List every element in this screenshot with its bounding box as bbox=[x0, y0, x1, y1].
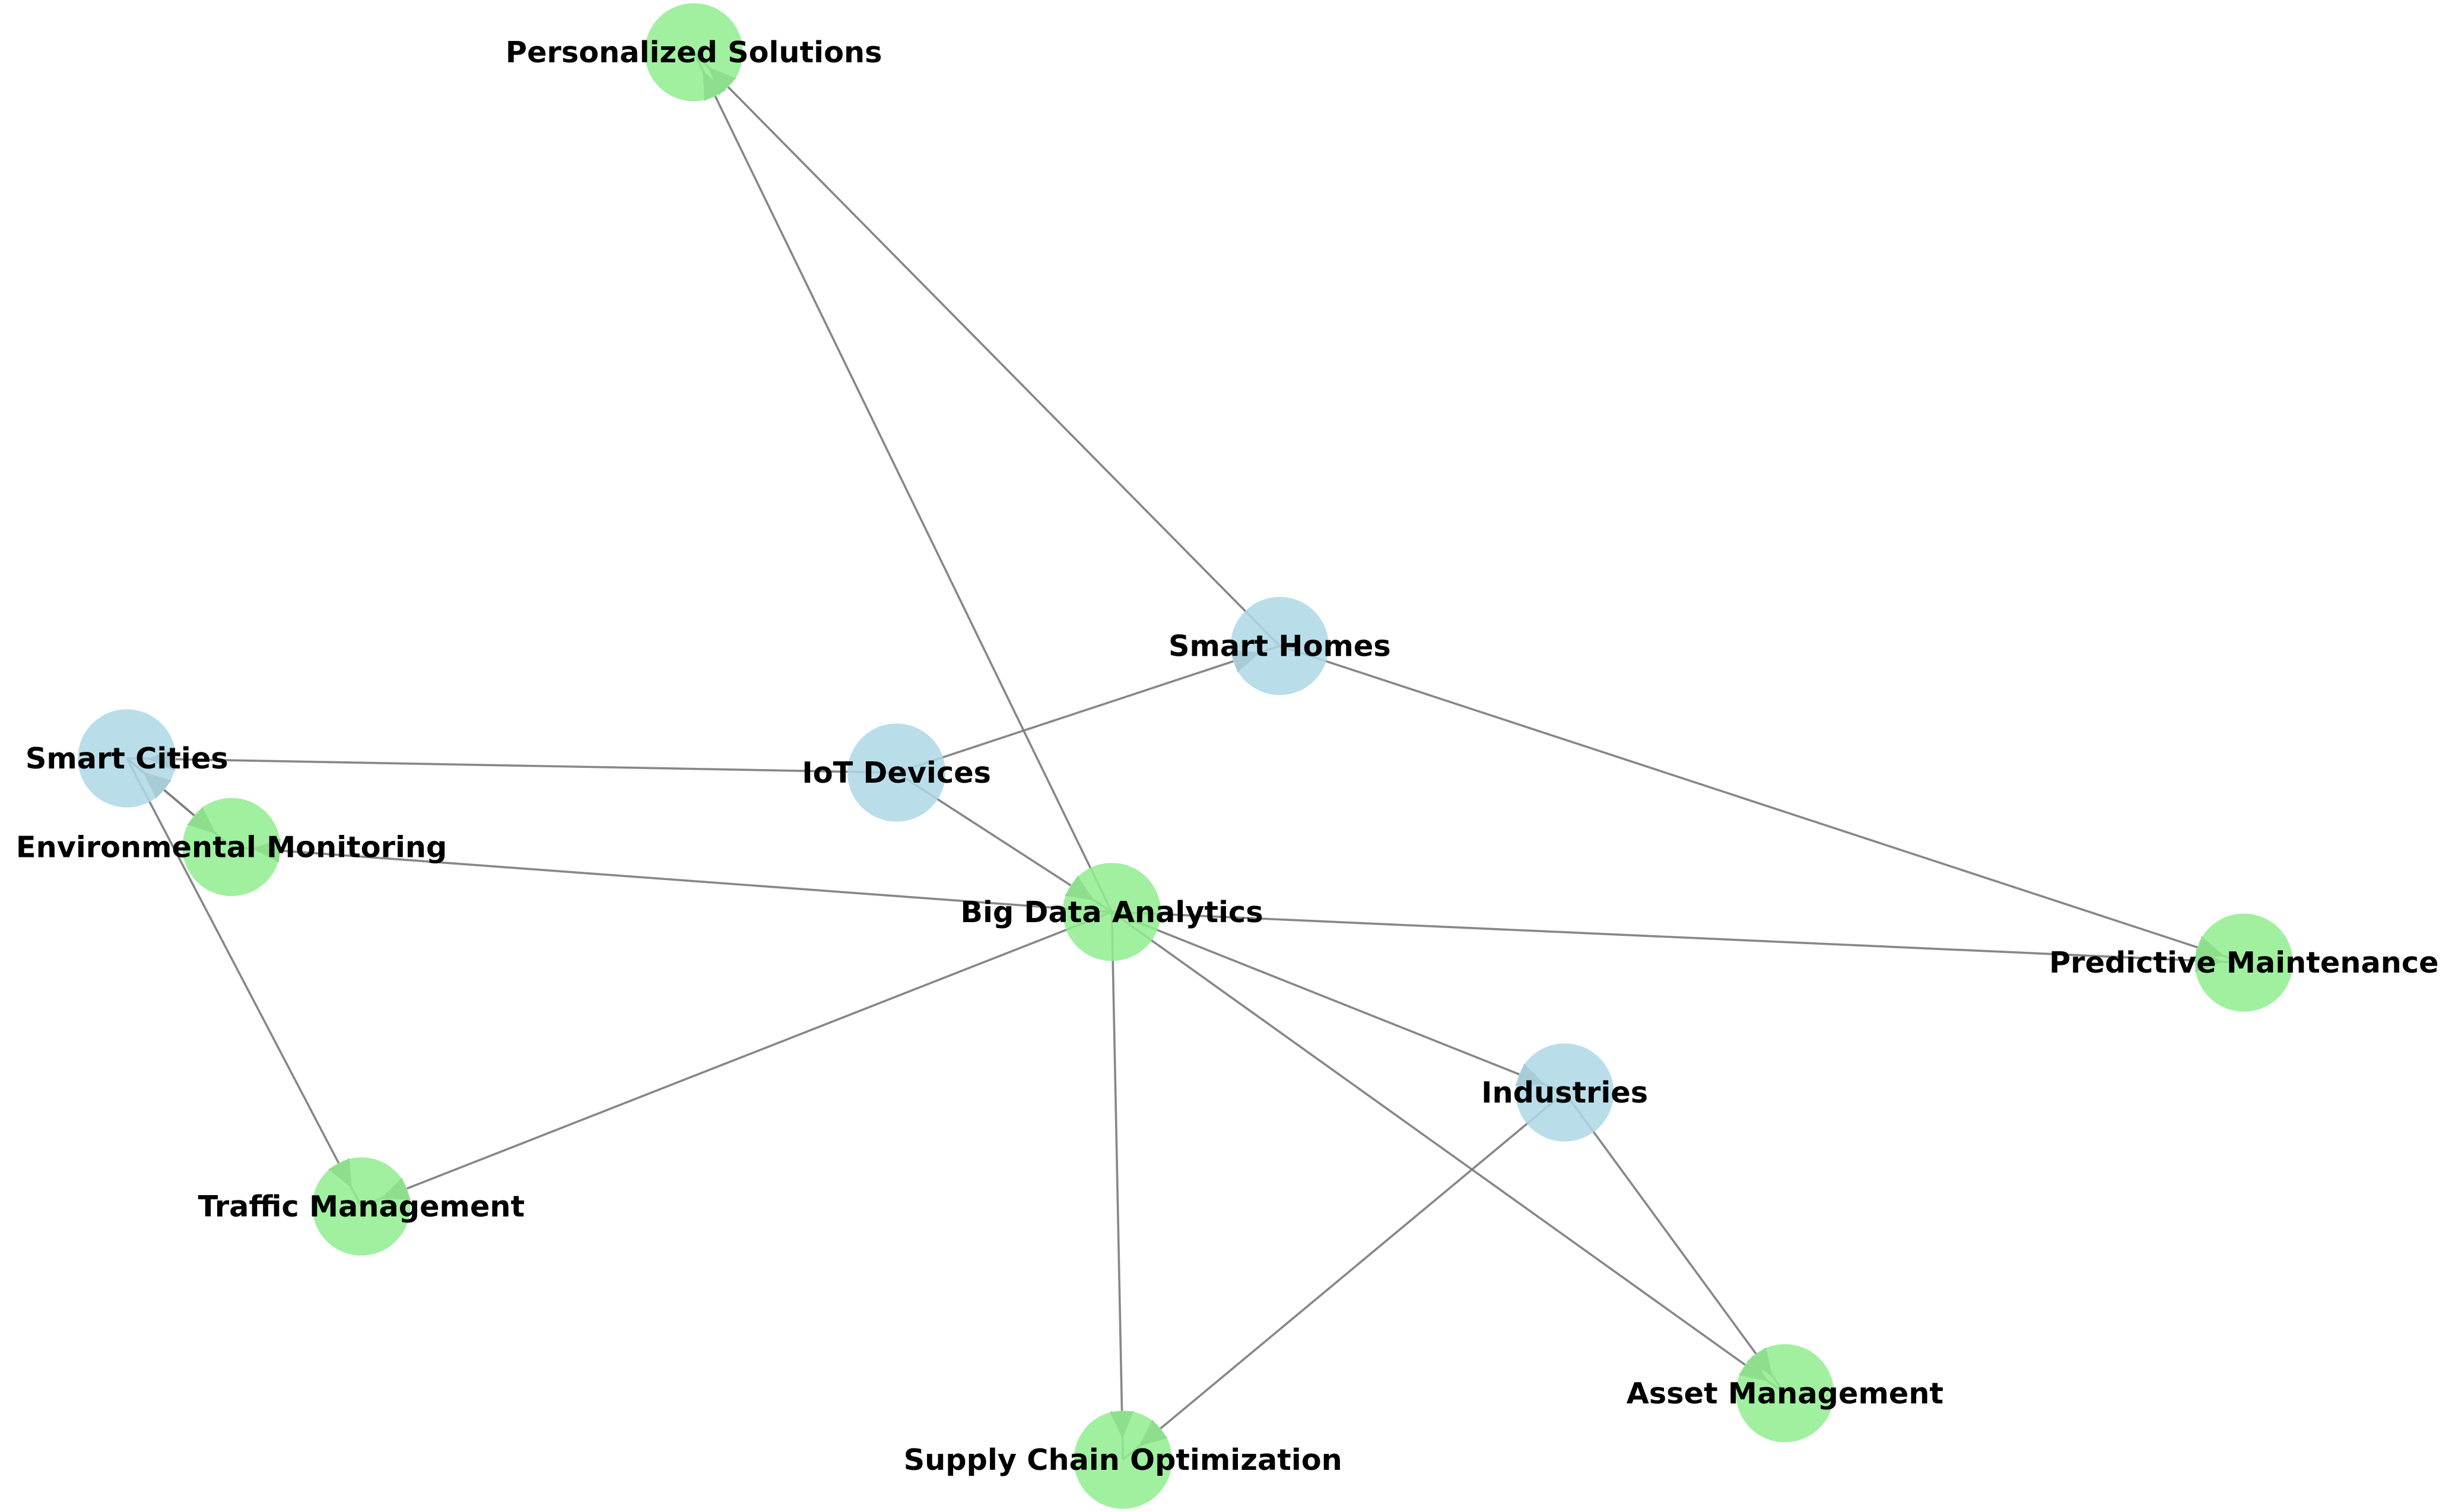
edge-line-big_data_analytics--predictive_maintenance bbox=[1112, 911, 2244, 964]
node-circle-predictive_maintenance bbox=[2195, 913, 2293, 1012]
edge-line-big_data_analytics--traffic_management bbox=[361, 911, 1113, 1208]
node-circle-asset_management bbox=[1736, 1344, 1834, 1443]
edge-line-industries--supply_chain_optimization bbox=[1122, 1091, 1565, 1461]
node-circle-traffic_management bbox=[312, 1157, 411, 1256]
edge-line-smart_homes--predictive_maintenance bbox=[1279, 644, 2244, 964]
edge-line-big_data_analytics--industries bbox=[1111, 911, 1565, 1094]
node-circle-industries bbox=[1515, 1043, 1614, 1142]
edge-line-big_data_analytics--environmental_monitoring bbox=[231, 846, 1112, 913]
node-circle-smart_cities bbox=[78, 709, 176, 808]
node-circle-supply_chain_optimization bbox=[1074, 1411, 1172, 1509]
edge-line-industries--asset_management bbox=[1564, 1091, 1786, 1394]
edge-line-big_data_analytics--asset_management bbox=[1111, 911, 1786, 1395]
edge-line-smart_cities--traffic_management bbox=[126, 758, 363, 1207]
edge-line-smart_homes--personalized_solutions bbox=[693, 51, 1281, 647]
node-circle-iot_devices bbox=[847, 723, 946, 822]
edge-line-iot_devices--smart_homes bbox=[896, 644, 1280, 774]
node-circle-environmental_monitoring bbox=[182, 798, 281, 897]
edges-layer bbox=[126, 51, 2244, 1461]
node-circle-big_data_analytics bbox=[1062, 863, 1161, 961]
nodes-layer bbox=[78, 3, 2293, 1509]
edge-line-iot_devices--smart_cities bbox=[126, 757, 897, 774]
node-circle-smart_homes bbox=[1230, 596, 1329, 695]
edge-line-big_data_analytics--supply_chain_optimization bbox=[1110, 911, 1125, 1460]
node-circle-personalized_solutions bbox=[644, 3, 743, 101]
edge-line-big_data_analytics--personalized_solutions bbox=[693, 52, 1113, 913]
